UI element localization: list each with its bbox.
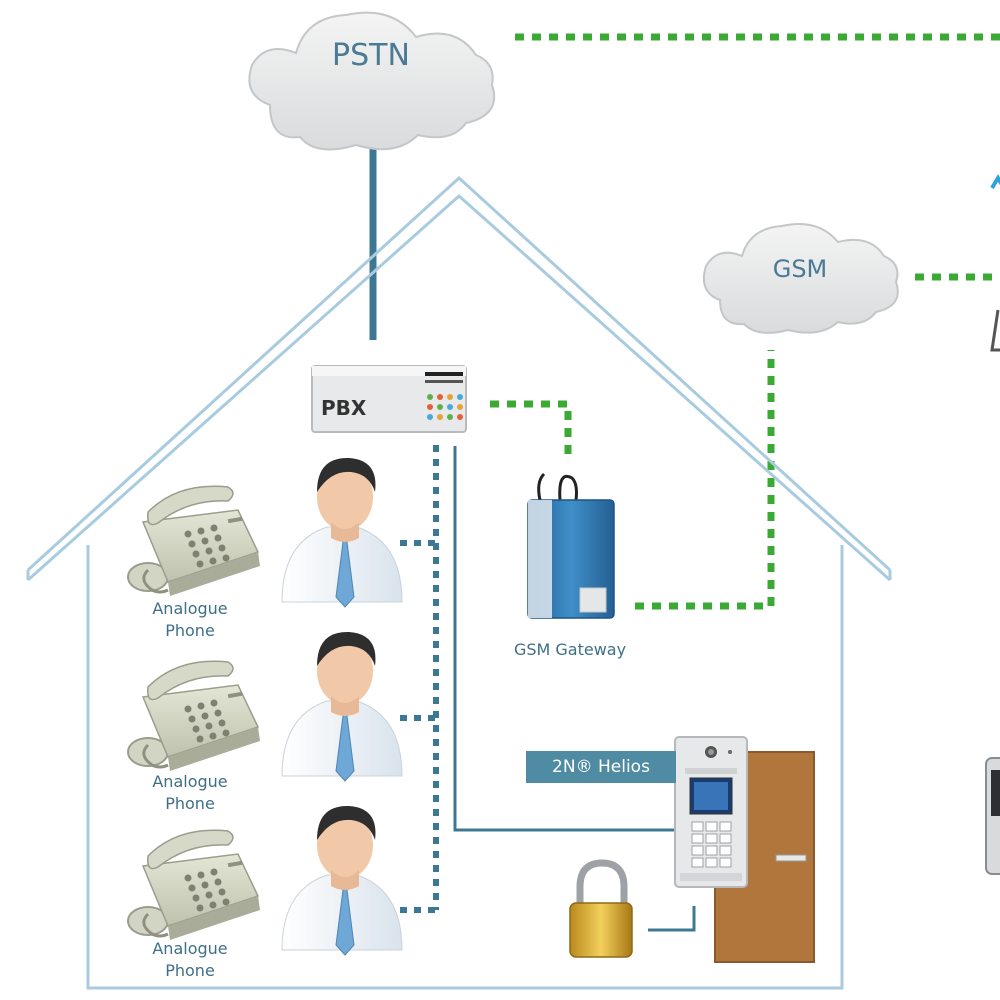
- analogue-phone-icon: [126, 828, 262, 942]
- helios-intercom-icon: [674, 736, 748, 888]
- phone-label-line2: Phone: [165, 794, 215, 813]
- phone-links: [400, 445, 439, 913]
- gsm-gateway-icon: [527, 472, 615, 619]
- phone-label-line2: Phone: [165, 961, 215, 980]
- gsm-label: GSM: [772, 255, 828, 283]
- analogue-phone-icon: [126, 659, 262, 773]
- lock-link: [648, 906, 696, 932]
- pbx-gateway-link: [490, 400, 572, 462]
- analogue-phone-icon: [126, 484, 262, 598]
- phone-label-line1: Analogue: [152, 772, 228, 791]
- person-icon: [281, 631, 403, 782]
- pstn-label: PSTN: [332, 38, 410, 73]
- gsm-network-links: [490, 33, 1000, 610]
- house-outline: [26, 175, 892, 990]
- helios-label: 2N® Helios: [526, 751, 676, 783]
- gsm-gateway-label: GSM Gateway: [513, 640, 627, 659]
- phone-label-2: Analogue Phone: [130, 771, 250, 815]
- pbx-icon: [311, 365, 467, 433]
- pbx-label: PBX: [321, 396, 367, 420]
- gsm-phone-icon: [990, 309, 1000, 352]
- phone-label-line1: Analogue: [152, 599, 228, 618]
- pstn-cloud-icon: [248, 11, 496, 151]
- phone-label-1: Analogue Phone: [130, 598, 250, 642]
- antenna-signal-icon: [990, 174, 1000, 190]
- person-icon: [281, 457, 403, 608]
- pbx-helios-line: [453, 446, 680, 832]
- phone-label-3: Analogue Phone: [130, 938, 250, 982]
- lock-icon: [569, 859, 633, 958]
- person-icon: [281, 805, 403, 956]
- phone-label-line2: Phone: [165, 621, 215, 640]
- phone-label-line1: Analogue: [152, 939, 228, 958]
- mobile-phone-icon: [985, 757, 1000, 875]
- gsm-gateway-link: [635, 350, 775, 610]
- gsm-cloud-icon: [702, 223, 899, 334]
